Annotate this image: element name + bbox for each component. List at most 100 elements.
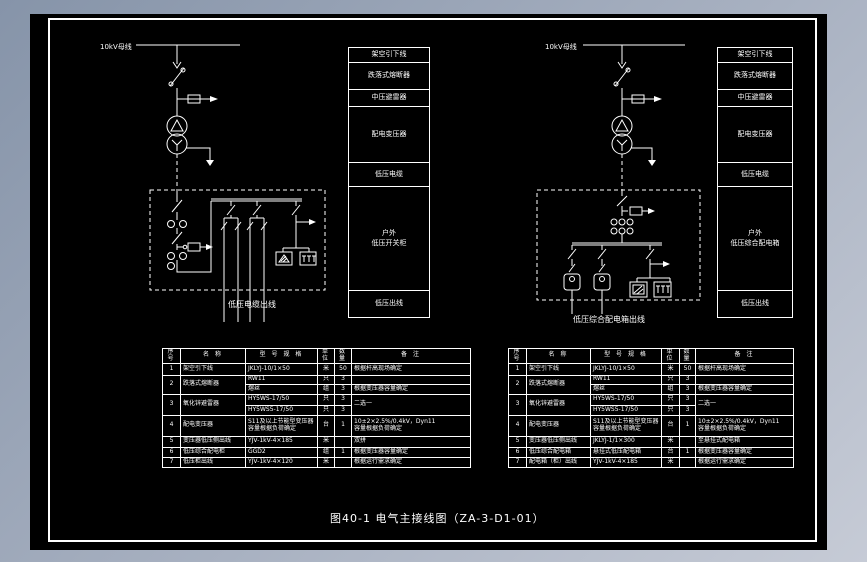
table-cell: YJV-1kV-4×185: [245, 435, 318, 448]
table-header-cell: 型 号 规 格: [245, 348, 318, 364]
table-cell: 1: [679, 446, 696, 458]
table-cell: 米: [661, 456, 680, 468]
legend-label: 中压避雷器: [371, 93, 407, 102]
transformer-icon: [167, 116, 187, 154]
legend-label: 低压综合配电箱: [730, 238, 780, 247]
table-cell: YJV-1kV-4×120: [245, 456, 318, 468]
table-cell: [679, 435, 696, 448]
table-cell: 1: [334, 414, 352, 437]
table-cell: 米: [317, 435, 335, 448]
table-cell: 根据杆高现场确定: [351, 362, 471, 376]
dropout-fuse-icon: [169, 62, 185, 86]
table-header-cell: 备 注: [695, 348, 794, 364]
table-cell: 4: [508, 414, 527, 437]
table-cell: 组: [661, 383, 680, 395]
meter-icon: [594, 274, 610, 290]
table-cell: 3: [162, 393, 181, 416]
legend-label: 户外: [382, 229, 396, 238]
table-cell: 米: [317, 456, 335, 468]
table-cell: 50: [334, 362, 352, 376]
table-cell: 7: [162, 456, 181, 468]
table-cell: 台: [317, 414, 335, 437]
table-cell: 至悬挂式配电箱: [695, 435, 794, 448]
left-feeder-2: [247, 201, 267, 322]
table-cell: 跌落式熔断器: [526, 374, 591, 395]
table-cell: 米: [317, 362, 335, 376]
table-cell: 组: [317, 446, 335, 458]
table-cell: 3: [334, 383, 352, 395]
right-metering-branch: [630, 245, 671, 297]
right-legend-column: 架空引下线 跌落式熔断器 中压避雷器 配电变压器 低压电缆 户外 低压综合配电箱…: [717, 47, 793, 318]
table-cell: 2: [508, 374, 527, 395]
table-cell: [695, 374, 794, 385]
right-diagram: 10kV母线: [537, 42, 700, 324]
drawing-frame-border: [48, 18, 817, 542]
table-cell: 5: [162, 435, 181, 448]
meter-icon: [564, 274, 580, 290]
table-header-cell: 数量: [334, 348, 352, 364]
table-cell: 二选一: [351, 393, 471, 416]
table-cell: 氧化锌避雷器: [180, 393, 246, 416]
left-outlet-label: 低压电缆出线: [228, 299, 276, 309]
legend-row: 低压出线: [349, 291, 429, 317]
legend-label: 低压出线: [741, 299, 769, 308]
table-cell: [334, 435, 352, 448]
legend-row: 架空引下线: [349, 48, 429, 63]
table-cell: 10±2×2.5%/0.4kV，Dyn11 容量根据负荷确定: [695, 414, 794, 437]
table-cell: 低压柜出线: [180, 456, 246, 468]
table-cell: 根据运行需求确定: [695, 456, 794, 468]
legend-label: 低压电缆: [741, 169, 769, 178]
table-cell: RW11: [590, 374, 662, 385]
table-cell: 架空引下线: [526, 362, 591, 376]
table-cell: 3: [334, 404, 352, 416]
table-cell: 二选一: [695, 393, 794, 416]
table-header-cell: 名 称: [180, 348, 246, 364]
legend-label: 低压电缆: [375, 169, 403, 178]
table-cell: 台: [661, 414, 680, 437]
table-cell: [679, 456, 696, 468]
legend-row: 户外 低压开关柜: [349, 187, 429, 291]
table-cell: 只: [317, 404, 335, 416]
legend-label: 户外: [748, 229, 762, 238]
table-cell: JKLYJ-10/1×50: [590, 362, 662, 376]
legend-label: 低压开关柜: [371, 238, 407, 247]
table-cell: [334, 456, 352, 468]
table-cell: 悬挂式低压配电箱: [590, 446, 662, 458]
drawing-title: 图40-1 电气主接线图（ZA-3-D1-01）: [330, 512, 545, 525]
table-cell: HY5WS5-17/50: [590, 404, 662, 416]
table-cell: 熔丝: [245, 383, 318, 395]
table-cell: 3: [679, 374, 696, 385]
legend-row: 低压电缆: [718, 163, 792, 187]
left-incoming-branch: [168, 190, 213, 272]
table-header-cell: 备 注: [351, 348, 471, 364]
table-cell: 变压器低压侧出线: [180, 435, 246, 448]
transformer-icon: [612, 116, 632, 154]
legend-row: 中压避雷器: [718, 90, 792, 107]
legend-row: 低压电缆: [349, 163, 429, 187]
table-cell: 1: [508, 362, 527, 376]
table-cell: 只: [661, 374, 680, 385]
table-cell: 3: [334, 374, 352, 385]
ground-icon: [186, 148, 214, 166]
left-feeder-1: [221, 201, 241, 322]
table-cell: GGD2: [245, 446, 318, 458]
right-lv-busbar: [572, 243, 662, 245]
left-legend-column: 架空引下线 跌落式熔断器 中压避雷器 配电变压器 低压电缆 户外 低压开关柜 低…: [348, 47, 430, 318]
legend-label: 配电变压器: [371, 129, 407, 138]
table-cell: HY5WS-17/50: [590, 393, 662, 406]
legend-row: 中压避雷器: [349, 90, 429, 107]
legend-label: 中压避雷器: [737, 93, 773, 102]
ground-icon: [631, 148, 656, 166]
table-cell: 只: [661, 404, 680, 416]
table-cell: 熔丝: [590, 383, 662, 395]
legend-label: 跌落式熔断器: [734, 71, 776, 80]
table-cell: 1: [679, 414, 696, 437]
capacitor-box-icon: [630, 282, 647, 297]
